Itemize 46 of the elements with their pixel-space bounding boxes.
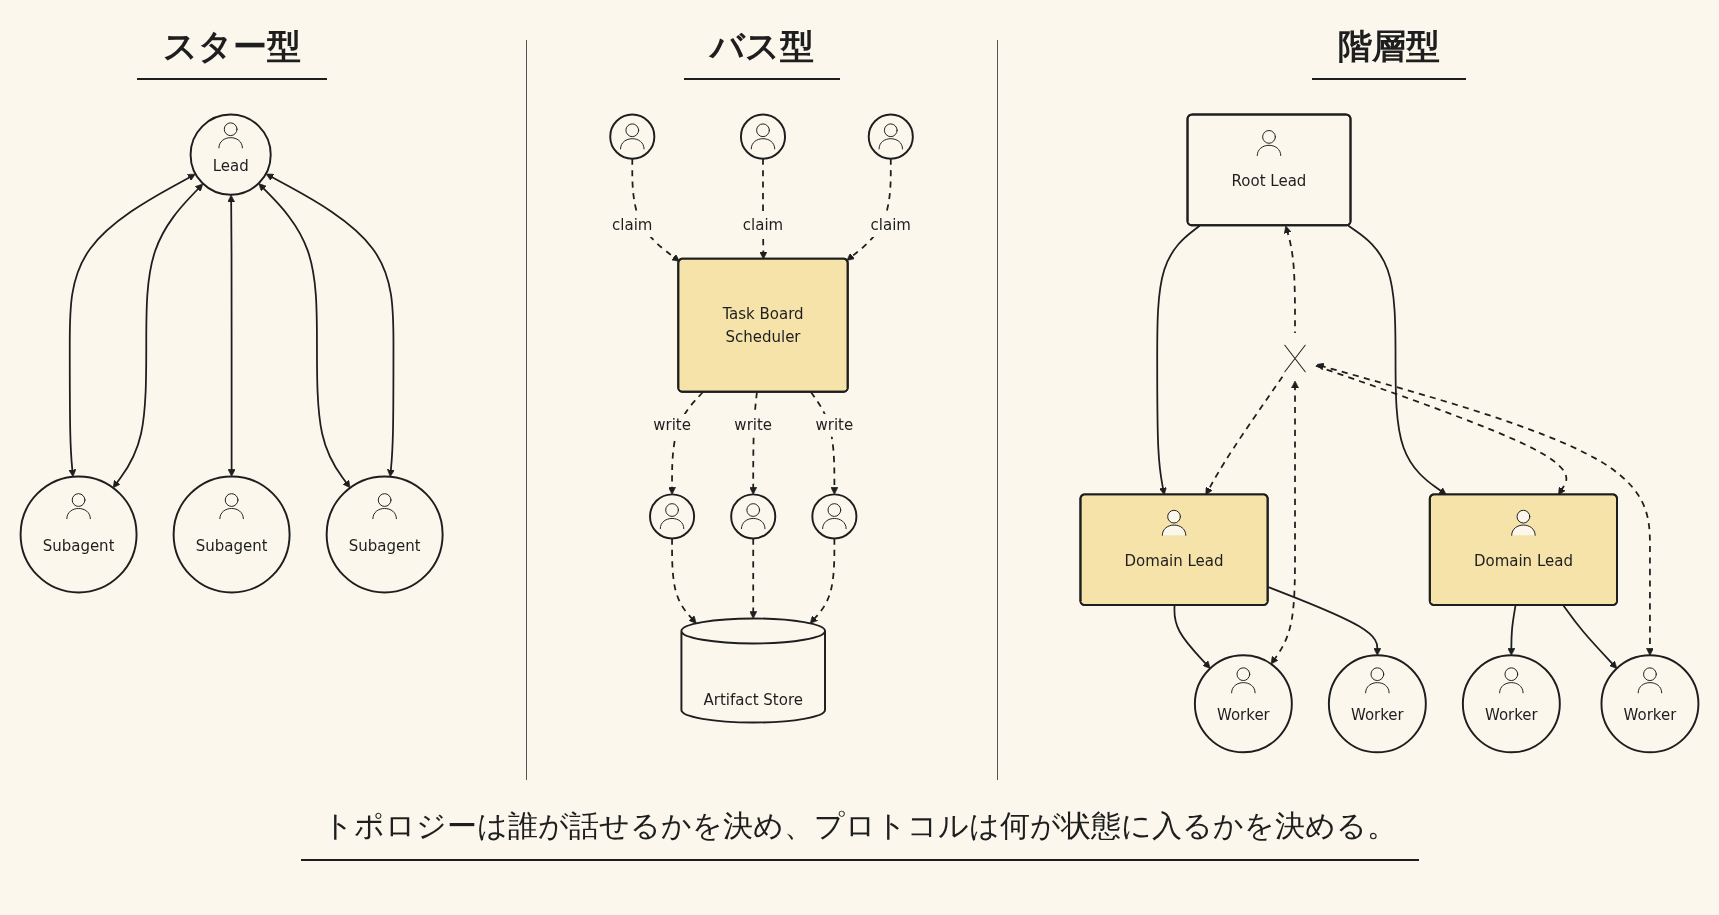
node-circle: Subagent: [19, 475, 138, 594]
node-circle: Subagent: [325, 475, 444, 594]
node-circle: Worker: [1327, 654, 1427, 754]
node-person: [811, 493, 858, 540]
arrow: [1507, 604, 1517, 656]
caption: トポロジーは誰が話せるかを決め、プロトコルは何が状態に入るかを決める。: [300, 806, 1419, 861]
node-circle: Worker: [1600, 654, 1700, 754]
arrow: [1314, 364, 1568, 496]
arrow: [1267, 586, 1382, 656]
arrow: [810, 391, 839, 495]
node-person: [609, 113, 656, 160]
arrow: [227, 194, 236, 477]
edge-label: write: [653, 415, 691, 434]
node-circle: Lead: [189, 113, 272, 196]
arrow: [1156, 224, 1201, 496]
arrow: [671, 537, 697, 624]
node-person: [649, 493, 696, 540]
edge-label: claim: [742, 215, 784, 234]
arrow: [112, 183, 204, 489]
edge-label: write: [815, 415, 854, 434]
arrow: [68, 173, 196, 478]
arrow: [846, 157, 892, 261]
arrow: [1270, 380, 1299, 665]
node-person: [739, 113, 786, 160]
arrow: [1347, 224, 1447, 496]
node-circle: Subagent: [172, 475, 291, 594]
arrow: [749, 537, 758, 619]
node-person: [867, 113, 914, 160]
arrow: [265, 173, 395, 478]
arrow: [631, 157, 680, 262]
arrow: [258, 183, 351, 489]
node-circle: Worker: [1193, 654, 1293, 754]
edge-label: claim: [870, 215, 911, 234]
edge-label: claim: [612, 215, 653, 234]
panel-heading: スター型: [136, 24, 327, 80]
arrow: [1562, 604, 1618, 669]
arrow: [1173, 604, 1211, 669]
edge-label: write: [734, 415, 773, 434]
panel-heading: バス型: [683, 24, 840, 80]
panel-heading: 階層型: [1312, 24, 1467, 80]
node-person: [730, 493, 777, 540]
arrow: [809, 537, 836, 624]
arrow: [1205, 375, 1284, 496]
arrow: [1316, 362, 1654, 656]
node-circle: Worker: [1461, 654, 1561, 754]
arrow: [1283, 225, 1296, 334]
